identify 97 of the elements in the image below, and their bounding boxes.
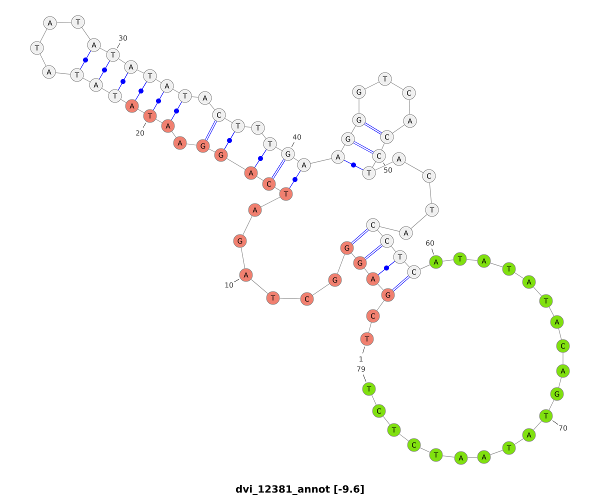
base-pair-line — [224, 132, 235, 150]
base-pair-line — [351, 228, 369, 244]
backbone-line — [372, 162, 376, 168]
base-pair-line — [118, 72, 128, 90]
base-pair-line — [378, 260, 396, 276]
backbone-line — [260, 196, 280, 208]
backbone-line — [276, 146, 282, 152]
backbone-line — [250, 279, 268, 294]
base-pair-line — [364, 122, 382, 134]
backbone-line — [120, 99, 126, 103]
backbone-line — [82, 78, 90, 82]
backbone-line — [490, 450, 503, 456]
backbone-line — [382, 416, 390, 425]
backbone-line — [40, 28, 48, 42]
backbone-line — [548, 306, 554, 316]
backbone-line — [337, 254, 345, 274]
backbone-line — [312, 284, 330, 296]
backbone-line — [351, 252, 356, 258]
backbone-line — [56, 22, 72, 24]
backbone-line — [379, 226, 400, 232]
backbone-line — [562, 352, 564, 365]
backbone-line — [408, 99, 410, 115]
title: dvi_12381_annot [-9.6] — [236, 485, 364, 495]
backbone-line — [377, 230, 383, 236]
backbone-line — [358, 98, 360, 114]
backbone-line — [208, 148, 216, 152]
backbone-line — [420, 264, 430, 270]
backbone-line — [209, 102, 216, 110]
backbone-line — [374, 162, 394, 170]
backbone-line — [40, 54, 46, 66]
backbone-line — [558, 328, 562, 340]
backbone-line — [399, 434, 409, 442]
backbone-line — [262, 133, 266, 139]
backbone-line — [377, 284, 384, 290]
backbone-line — [404, 262, 410, 268]
backbone-line — [351, 126, 356, 134]
backbone-line — [242, 216, 252, 236]
base-pair-line — [153, 92, 164, 110]
backbone-line — [558, 377, 562, 388]
backbone-line — [466, 259, 478, 261]
base-pair-line — [254, 149, 267, 168]
backbone-line — [390, 82, 404, 90]
base-pair-line — [344, 160, 364, 170]
base-pair-line — [99, 60, 110, 80]
backbone-line — [100, 48, 108, 52]
backbone-line — [467, 457, 478, 458]
backbone-line — [136, 70, 144, 74]
backbone-line — [368, 322, 372, 333]
backbone-line — [293, 158, 299, 162]
backbone-line — [392, 124, 405, 134]
base-pair-line — [171, 102, 182, 120]
backbone-line — [172, 88, 180, 94]
backbone-line — [172, 131, 176, 138]
backbone-line — [274, 187, 280, 191]
backbone-line — [226, 158, 246, 170]
backbone-line — [490, 262, 503, 268]
backbone-line — [156, 79, 162, 83]
backbone-line — [410, 214, 428, 229]
backbone-line — [279, 298, 301, 300]
backbone-line — [256, 176, 264, 181]
backbone-line — [429, 182, 432, 204]
backbone-line — [372, 394, 376, 406]
backbone-line — [244, 126, 252, 128]
backbone-line — [55, 72, 71, 75]
backbone-line — [156, 118, 162, 124]
backbone-line — [364, 82, 380, 90]
backbone-line — [118, 58, 126, 64]
backbone-line — [138, 108, 144, 114]
backbone-line — [514, 438, 524, 445]
backbone-line — [442, 260, 454, 262]
backbone-line — [548, 400, 554, 410]
backbone-line — [310, 158, 332, 164]
backbone-line — [376, 300, 384, 311]
backbone-line — [404, 162, 424, 173]
backbone-line — [533, 286, 542, 296]
base-pair-line — [289, 170, 301, 189]
backbone-line — [102, 88, 110, 93]
backbone-line — [186, 144, 197, 146]
backbone-line — [224, 118, 232, 123]
base-pair-line — [80, 50, 91, 70]
backbone-line — [390, 246, 396, 252]
base-pair-line — [392, 276, 410, 292]
backbone-line — [82, 27, 90, 40]
backbone-line — [340, 144, 346, 152]
base-pair-line — [205, 120, 217, 141]
backbone-line — [240, 247, 246, 269]
backbone-line — [191, 96, 199, 98]
backbone-line — [420, 448, 430, 453]
base-pair-line — [272, 159, 286, 179]
base-pair-line — [364, 244, 382, 260]
backbone-line — [442, 456, 455, 458]
backbone-line — [381, 142, 385, 150]
backbone-line — [364, 268, 370, 274]
base-pair-line — [135, 82, 147, 101]
base-pair-line — [353, 141, 374, 154]
backbone-line — [533, 420, 542, 430]
backbone-line — [514, 272, 524, 279]
